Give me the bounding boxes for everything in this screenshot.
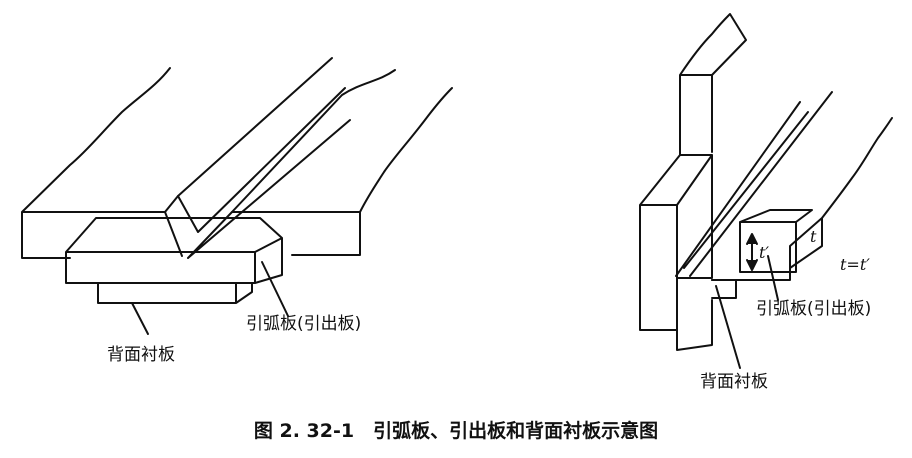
runoff-tab-block-right — [739, 209, 813, 273]
left-butt-joint-drawing — [21, 57, 453, 335]
thickness-equation-label: t=t′ — [840, 255, 870, 274]
right-plate — [231, 69, 453, 256]
horizontal-plate — [711, 117, 893, 281]
left-runoff-label: 引弧板(引出板) — [246, 314, 361, 334]
figure-caption: 图 2. 32-1 引弧板、引出板和背面衬板示意图 — [254, 419, 658, 442]
right-backing-label: 背面衬板 — [700, 372, 768, 392]
thickness-arrowhead-bottom — [746, 259, 758, 271]
left-backing-label: 背面衬板 — [107, 345, 175, 365]
vertical-plate — [679, 13, 747, 156]
right-runoff-label: 引弧板(引出板) — [756, 299, 871, 319]
right-tee-joint-drawing — [639, 13, 893, 369]
left-leader-runoff — [261, 261, 289, 317]
thickness-t-label: t — [810, 227, 817, 246]
weld-groove — [164, 57, 351, 259]
backing-strip — [97, 282, 253, 304]
right-leader-runoff — [767, 255, 779, 301]
runoff-tab-block — [65, 217, 283, 284]
vertical-plate-base — [676, 279, 713, 351]
right-leader-backing — [715, 285, 741, 369]
left-plate — [21, 67, 179, 259]
tee-groove — [675, 91, 833, 277]
thickness-t-prime-label: t′ — [759, 243, 769, 262]
left-leader-backing — [131, 302, 149, 335]
backing-plate-right — [711, 279, 737, 299]
thickness-arrowhead-top — [746, 233, 758, 245]
